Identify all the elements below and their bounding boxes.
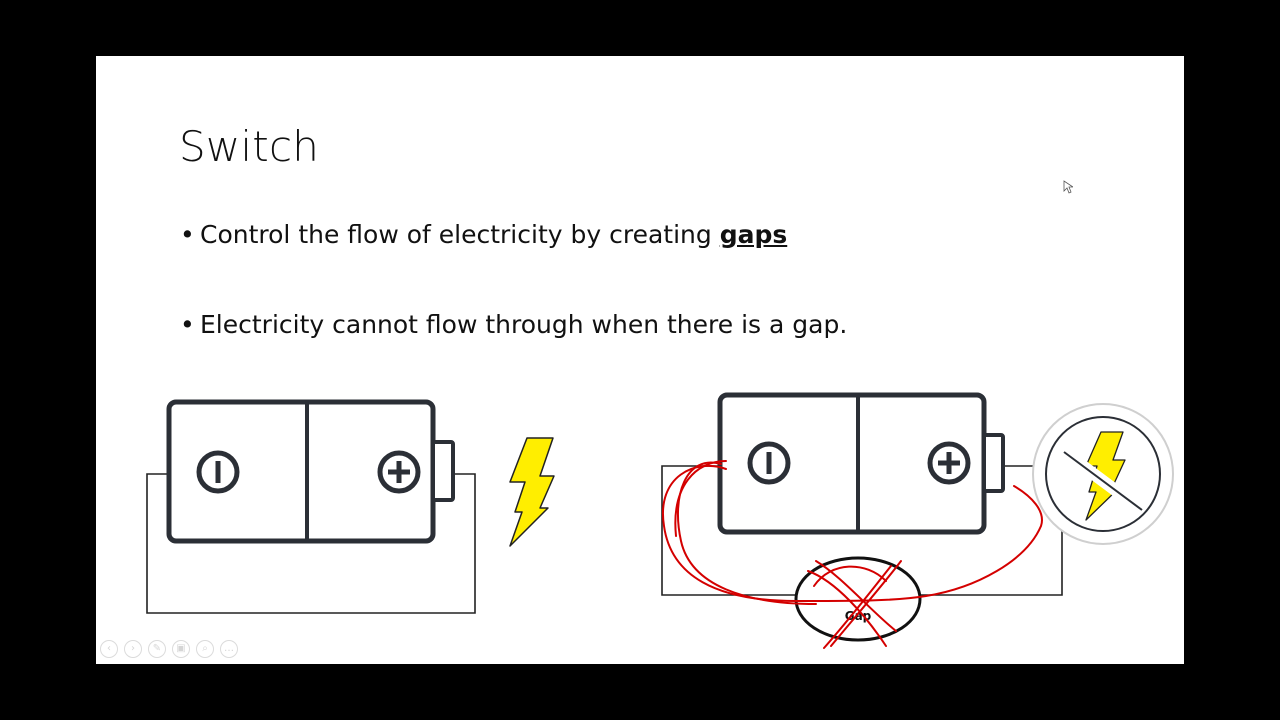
more-icon[interactable]: … [220,640,238,658]
right-battery-terminal [982,433,1005,493]
bullet-2-text: Electricity cannot flow through when the… [200,310,848,339]
slide: Switch •Control the flow of electricity … [96,56,1184,664]
bullet-1-emphasis: gaps [719,220,788,249]
mouse-pointer-icon [1063,180,1073,194]
no-electricity-icon [1032,403,1174,545]
circuit-illustrations: Gap [146,392,1174,649]
closed-circuit-diagram [146,399,555,614]
left-positive-symbol-icon [377,450,421,494]
slideshow-toolbar: ‹ › ✎ ▣ ⌕ … [100,640,238,658]
bullet-marker: • [180,310,195,339]
slides-icon[interactable]: ▣ [172,640,190,658]
bullet-1-text: Control the flow of electricity by creat… [200,220,720,249]
bullet-2: •Electricity cannot flow through when th… [180,310,847,339]
bullet-marker: • [180,220,195,249]
previous-icon[interactable]: ‹ [100,640,118,658]
pen-icon[interactable]: ✎ [148,640,166,658]
zoom-icon[interactable]: ⌕ [196,640,214,658]
left-battery-terminal [431,440,455,502]
left-circuit-wire [146,473,476,614]
gap-ellipse [794,556,922,642]
open-circuit-diagram: Gap [661,392,1174,649]
right-positive-symbol-icon [927,441,971,485]
bullet-1: •Control the flow of electricity by crea… [180,220,787,249]
red-annotation-marks [661,460,1043,649]
left-negative-symbol-icon [196,450,240,494]
slide-title: Switch [179,122,320,171]
right-negative-symbol-icon [747,441,791,485]
right-circuit-wire-left [661,465,797,596]
next-icon[interactable]: › [124,640,142,658]
gap-label: Gap [845,609,872,623]
lightning-bolt-icon [509,437,555,547]
